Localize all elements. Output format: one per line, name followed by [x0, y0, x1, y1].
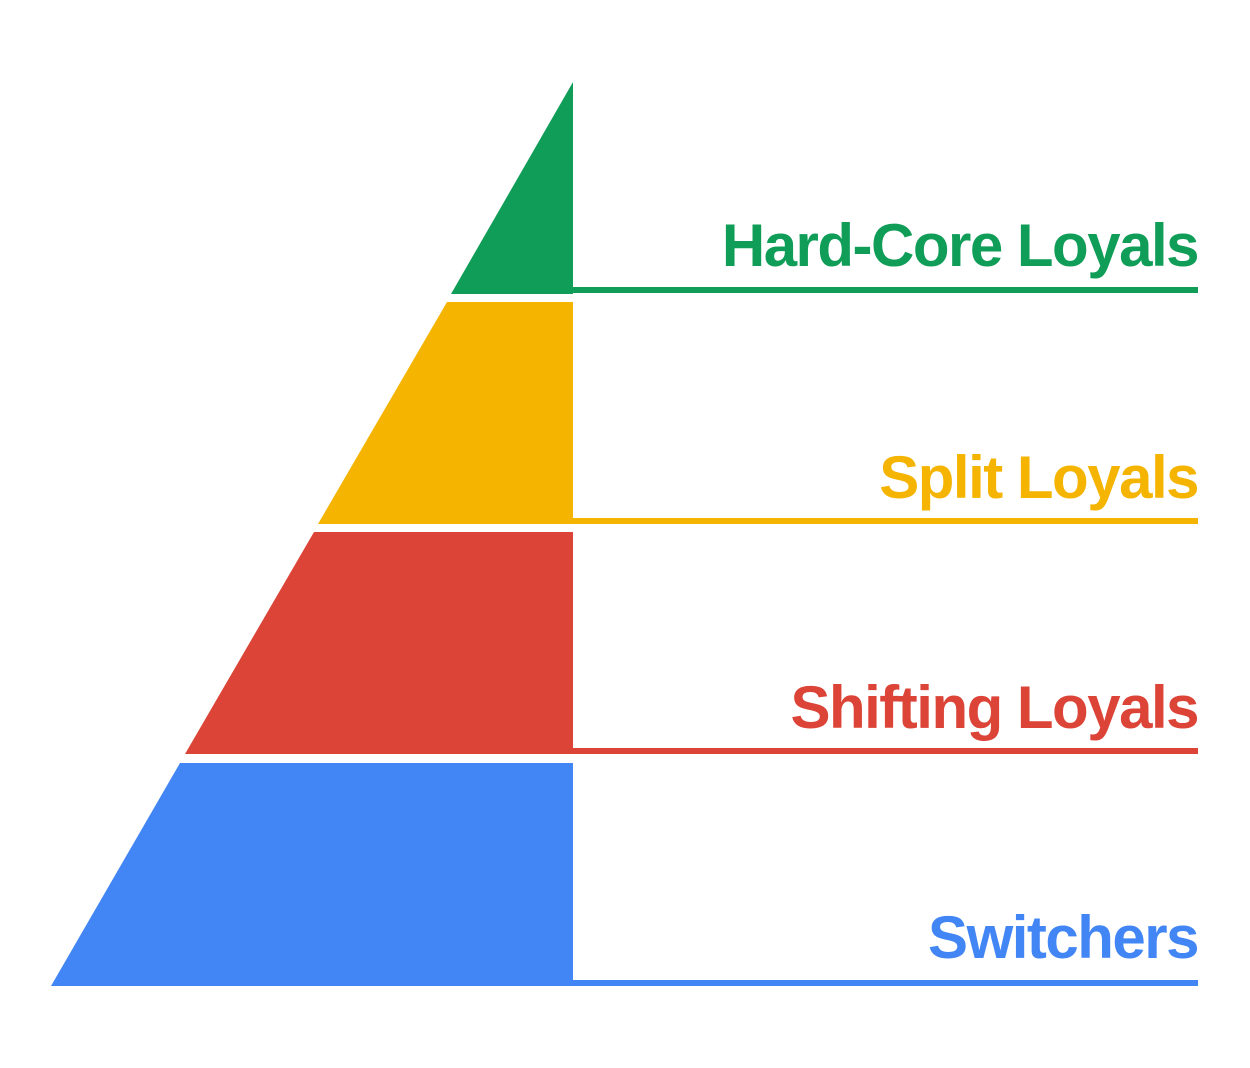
section-hard-core-loyals: Hard-Core Loyals [451, 82, 1200, 294]
pyramid-segment-switchers [51, 763, 573, 986]
leader-line-shifting-loyals [571, 748, 1198, 754]
label-split-loyals: Split Loyals [879, 444, 1198, 511]
leader-line-split-loyals [571, 518, 1198, 524]
section-switchers: Switchers [51, 763, 1200, 986]
pyramid-segment-shifting-loyals [185, 532, 573, 754]
label-shifting-loyals: Shifting Loyals [790, 674, 1198, 741]
leader-line-switchers [571, 980, 1198, 986]
label-hard-core-loyals: Hard-Core Loyals [722, 212, 1198, 279]
label-switchers: Switchers [928, 904, 1198, 971]
pyramid-segment-split-loyals [318, 302, 573, 524]
leader-line-hard-core-loyals [571, 287, 1198, 293]
section-split-loyals: Split Loyals [318, 302, 1200, 524]
pyramid-segment-hard-core-loyals [451, 82, 573, 294]
section-shifting-loyals: Shifting Loyals [185, 532, 1200, 754]
